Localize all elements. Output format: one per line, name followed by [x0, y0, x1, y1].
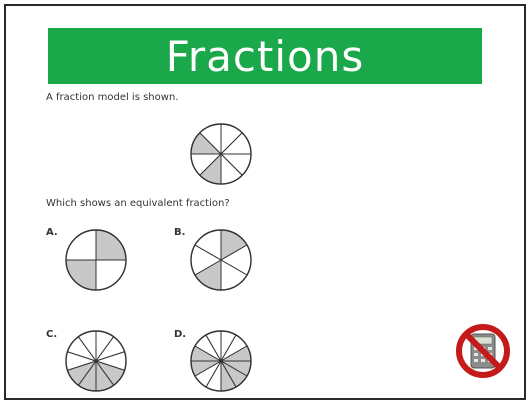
circle-outline [65, 229, 127, 291]
option-c-label[interactable]: C. [46, 329, 58, 340]
model-circle [190, 123, 252, 185]
option-d-label[interactable]: D. [174, 329, 187, 340]
option-c-circle[interactable] [64, 329, 128, 393]
no-calculator-icon [456, 324, 510, 378]
circle-outline [190, 123, 252, 185]
page-title: Fractions [165, 31, 365, 81]
option-a-label[interactable]: A. [46, 227, 58, 238]
intro-text: A fraction model is shown. [46, 92, 179, 103]
question-text: Which shows an equivalent fraction? [46, 198, 230, 209]
circle-outline [190, 229, 252, 291]
option-b-circle[interactable] [189, 228, 253, 292]
slide-frame: Fractions A fraction model is shown. Whi… [4, 4, 526, 400]
circle-outline [65, 330, 127, 392]
circle-outline [190, 330, 252, 392]
option-d-circle[interactable] [189, 329, 253, 393]
title-banner: Fractions [48, 28, 482, 84]
option-b-label[interactable]: B. [174, 227, 186, 238]
option-a-circle[interactable] [64, 228, 128, 292]
